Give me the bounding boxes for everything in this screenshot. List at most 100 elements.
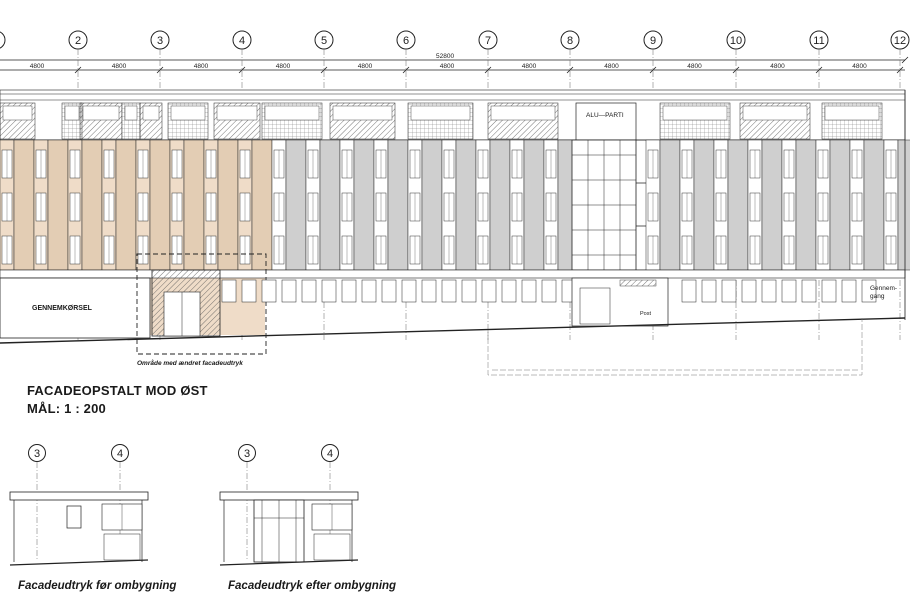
- dimension-tick: [649, 66, 657, 74]
- alu-door: [579, 287, 611, 325]
- ground-window: [861, 279, 877, 303]
- facade-panel: [761, 139, 783, 271]
- dimension-tick: [238, 66, 246, 74]
- facade-panel: [455, 139, 477, 271]
- ground-window: [401, 279, 417, 303]
- ground-line: [0, 317, 906, 344]
- axis-label: 5: [321, 35, 327, 47]
- ground-window: [681, 279, 697, 303]
- facade-panel: [727, 139, 749, 271]
- facade-panel: [217, 139, 239, 271]
- ground-fascia: [0, 269, 906, 279]
- roof-window: [662, 105, 728, 121]
- caption-before: Facadeudtryk før ombygning: [18, 580, 177, 592]
- detail-axis-bubble: [321, 444, 339, 462]
- dimension-tick: [732, 66, 740, 74]
- ground-window: [321, 279, 337, 303]
- ground-window: [841, 279, 857, 303]
- facade-panel: [81, 139, 103, 271]
- passage-right-label: Gennem- gang: [870, 285, 898, 300]
- facade-panel: [149, 139, 171, 271]
- dimension-tick: [815, 66, 823, 74]
- dimension-tick: [901, 56, 909, 64]
- ground-window: [821, 279, 837, 303]
- roof-window: [742, 105, 808, 121]
- facade-elevation: [0, 89, 910, 376]
- roof-window: [490, 105, 556, 121]
- ground-window: [221, 279, 237, 303]
- axis-bubble: [0, 31, 6, 49]
- ground-window: [381, 279, 397, 303]
- alu-parti-label: ALU—PARTI: [586, 112, 624, 119]
- detail-roof: [9, 491, 149, 501]
- facade-panel: [897, 139, 910, 271]
- passage-left-label: GENNEMKØRSEL: [32, 305, 92, 312]
- detail-axis-bubble: [238, 444, 256, 462]
- facade-panel: [13, 139, 35, 271]
- detail-door-right: [103, 533, 141, 561]
- ground-window: [341, 279, 357, 303]
- facade-panel: [863, 139, 885, 271]
- axis-label: 2: [75, 35, 81, 47]
- bay-dimension-label: 4800: [30, 63, 45, 70]
- ground-window: [741, 279, 757, 303]
- roof-window: [264, 105, 320, 121]
- ground-window: [301, 279, 317, 303]
- axis-label: 12: [894, 35, 906, 47]
- facade-panel: [387, 139, 409, 271]
- facade-panel: [693, 139, 715, 271]
- ground-window: [721, 279, 737, 303]
- passage-opening: [0, 277, 151, 339]
- facade-panel: [659, 139, 681, 271]
- facade-panel: [183, 139, 205, 271]
- axis-label: 3: [157, 35, 163, 47]
- facade-panel: [47, 139, 69, 271]
- detail-axis-label: 4: [327, 448, 333, 460]
- bay-dimension-label: 4800: [440, 63, 455, 70]
- dimension-tick: [566, 66, 574, 74]
- ground-window: [481, 279, 497, 303]
- detail-ground: [9, 559, 149, 566]
- drawing-scale: MÅL: 1 : 200: [27, 401, 106, 416]
- ground-window: [801, 279, 817, 303]
- facade-panel: [319, 139, 341, 271]
- axis-label: 6: [403, 35, 409, 47]
- roof-window: [142, 105, 160, 121]
- facade-panel: [489, 139, 511, 271]
- detail-roof: [219, 491, 359, 501]
- dimension-tick: [320, 66, 328, 74]
- ground-window: [761, 279, 777, 303]
- detail-axis-bubble: [28, 444, 46, 462]
- alu-parti-top: [575, 102, 637, 141]
- facade-panel: [251, 139, 273, 271]
- dimension-tick: [74, 66, 82, 74]
- ground-window: [501, 279, 517, 303]
- roof-window: [216, 105, 258, 121]
- ground-window: [241, 279, 257, 303]
- caption-after: Facadeudtryk efter ombygning: [228, 580, 397, 592]
- basement-outline: [487, 318, 863, 376]
- ground-window: [701, 279, 717, 303]
- detail-ground: [219, 559, 359, 566]
- bay-dimension-label: 4800: [194, 63, 209, 70]
- facade-panel: [829, 139, 851, 271]
- facade-panel: [421, 139, 443, 271]
- roof-window: [170, 105, 206, 121]
- ground-window: [361, 279, 377, 303]
- roof-window: [64, 105, 80, 121]
- facade-panel: [523, 139, 545, 271]
- bay-dimension-label: 4800: [770, 63, 785, 70]
- dimension-tick: [156, 66, 164, 74]
- overall-dimension: 52800: [436, 53, 455, 60]
- bay-dimension-label: 4800: [604, 63, 619, 70]
- axis-label: 9: [650, 35, 656, 47]
- axis-label: 4: [239, 35, 245, 47]
- ground-window: [281, 279, 297, 303]
- facade-panel: [353, 139, 375, 271]
- post-label: Post: [640, 311, 652, 317]
- facade-panel: [285, 139, 307, 271]
- detail-axis-label: 3: [34, 448, 40, 460]
